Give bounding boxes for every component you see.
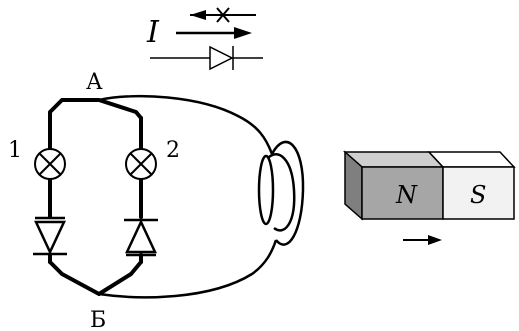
current-direction-arrow [176, 27, 252, 39]
magnet-north-label: N [395, 181, 418, 209]
blocked-direction-arrow [190, 7, 256, 23]
magnet-south-label: S [470, 181, 486, 209]
bar-magnet [343, 150, 516, 221]
magnet-south-top-face [427, 151, 516, 168]
circuit-wires [48, 98, 143, 296]
magnet-motion-arrow [403, 235, 442, 245]
diode-left-icon [33, 216, 67, 256]
node-a-label: А [86, 70, 103, 95]
lamp-1-label: 1 [8, 138, 22, 163]
lamp-2-icon [125, 148, 157, 180]
diode-right-icon [124, 218, 158, 257]
node-b-label: Б [90, 308, 106, 331]
coil-icon [257, 140, 305, 246]
coil-lead-wires [98, 94, 278, 299]
legend-diode-symbol [150, 45, 263, 71]
magnet-south-face [442, 166, 515, 220]
lamp-2-label: 2 [166, 138, 180, 163]
current-label: I [146, 15, 160, 50]
lamp-1-icon [34, 148, 66, 180]
magnet-north-face [361, 166, 444, 220]
legend: I [146, 7, 263, 71]
